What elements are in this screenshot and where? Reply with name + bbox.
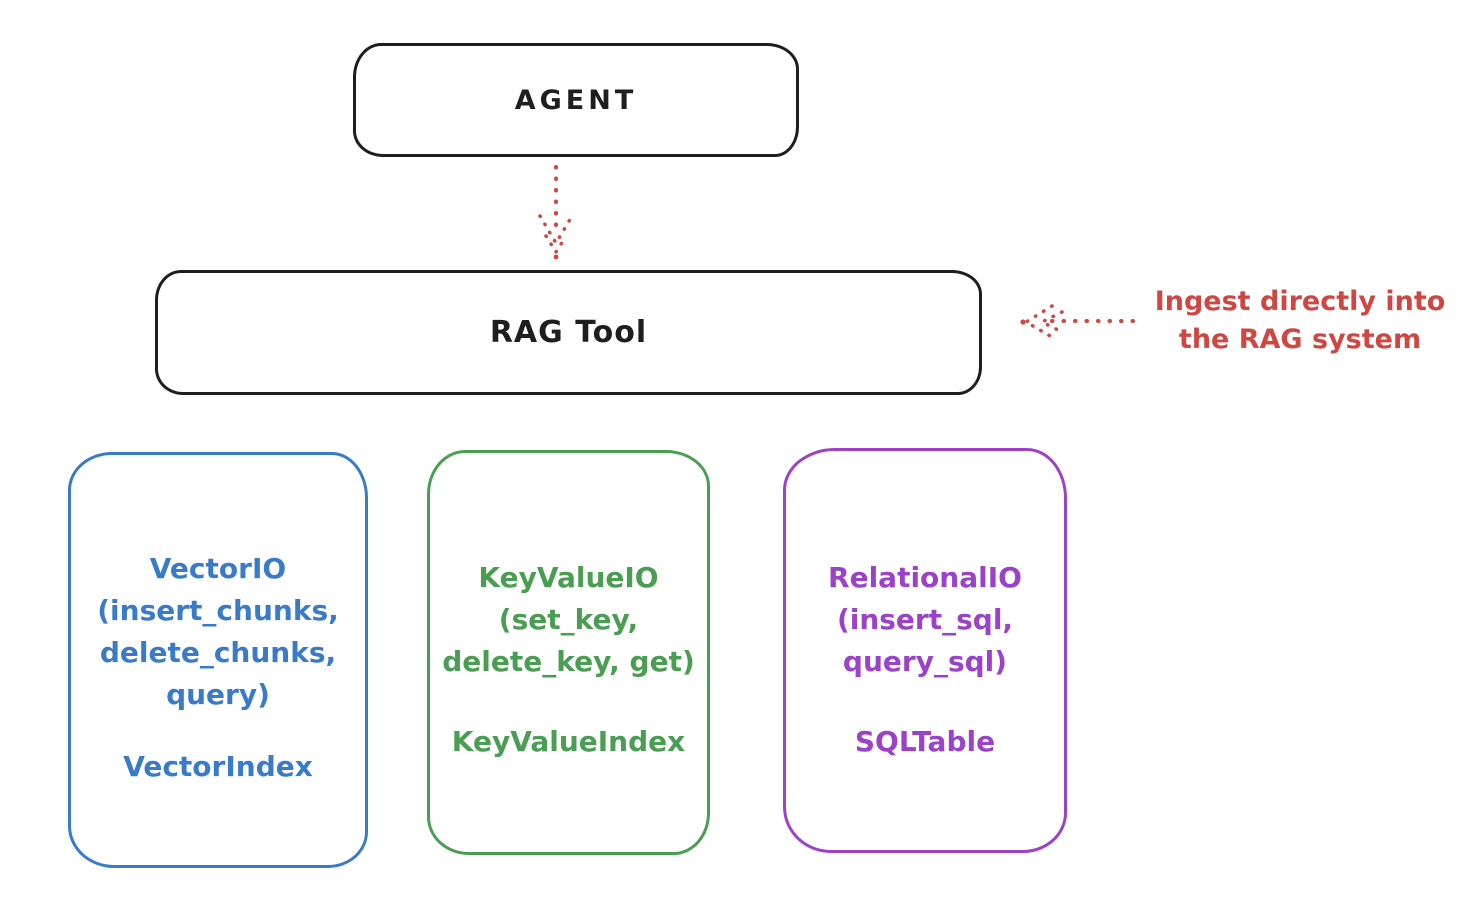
relational-io-title: RelationalIO bbox=[828, 561, 1022, 594]
spacer bbox=[71, 716, 365, 746]
relational-io-box: RelationalIO (insert_sql, query_sql) SQL… bbox=[783, 448, 1067, 853]
vector-io-box: VectorIO (insert_chunks, delete_chunks, … bbox=[68, 452, 368, 868]
vector-io-method-line: delete_chunks, bbox=[99, 636, 337, 669]
rag-tool-label: RAG Tool bbox=[489, 315, 648, 350]
spacer bbox=[430, 683, 707, 721]
keyvalue-io-box: KeyValueIO (set_key, delete_key, get) Ke… bbox=[427, 450, 710, 855]
rag-tool-box: RAG Tool bbox=[155, 270, 982, 395]
relational-io-method-line: query_sql) bbox=[842, 645, 1008, 678]
keyvalue-index-label: KeyValueIndex bbox=[451, 725, 686, 758]
annotation-to-ragtool-arrow-icon bbox=[1020, 304, 1135, 339]
ingest-annotation-line2: the RAG system bbox=[1178, 324, 1422, 355]
vector-index-label: VectorIndex bbox=[123, 750, 313, 783]
ingest-annotation-line1: Ingest directly into bbox=[1154, 286, 1446, 317]
keyvalue-io-method-line: delete_key, get) bbox=[442, 645, 695, 678]
ingest-annotation: Ingest directly into the RAG system bbox=[1140, 283, 1460, 359]
sql-table-label: SQLTable bbox=[854, 725, 996, 758]
agent-label: AGENT bbox=[514, 84, 638, 116]
agent-to-ragtool-arrow-icon bbox=[538, 165, 574, 260]
vector-io-method-line: query) bbox=[166, 678, 270, 711]
spacer bbox=[786, 683, 1064, 721]
keyvalue-io-title: KeyValueIO bbox=[478, 561, 659, 594]
vector-io-title: VectorIO bbox=[149, 552, 287, 585]
agent-box: AGENT bbox=[353, 43, 799, 157]
relational-io-method-line: (insert_sql, bbox=[836, 603, 1014, 636]
keyvalue-io-method-line: (set_key, bbox=[498, 603, 639, 636]
vector-io-method-line: (insert_chunks, bbox=[97, 594, 339, 627]
